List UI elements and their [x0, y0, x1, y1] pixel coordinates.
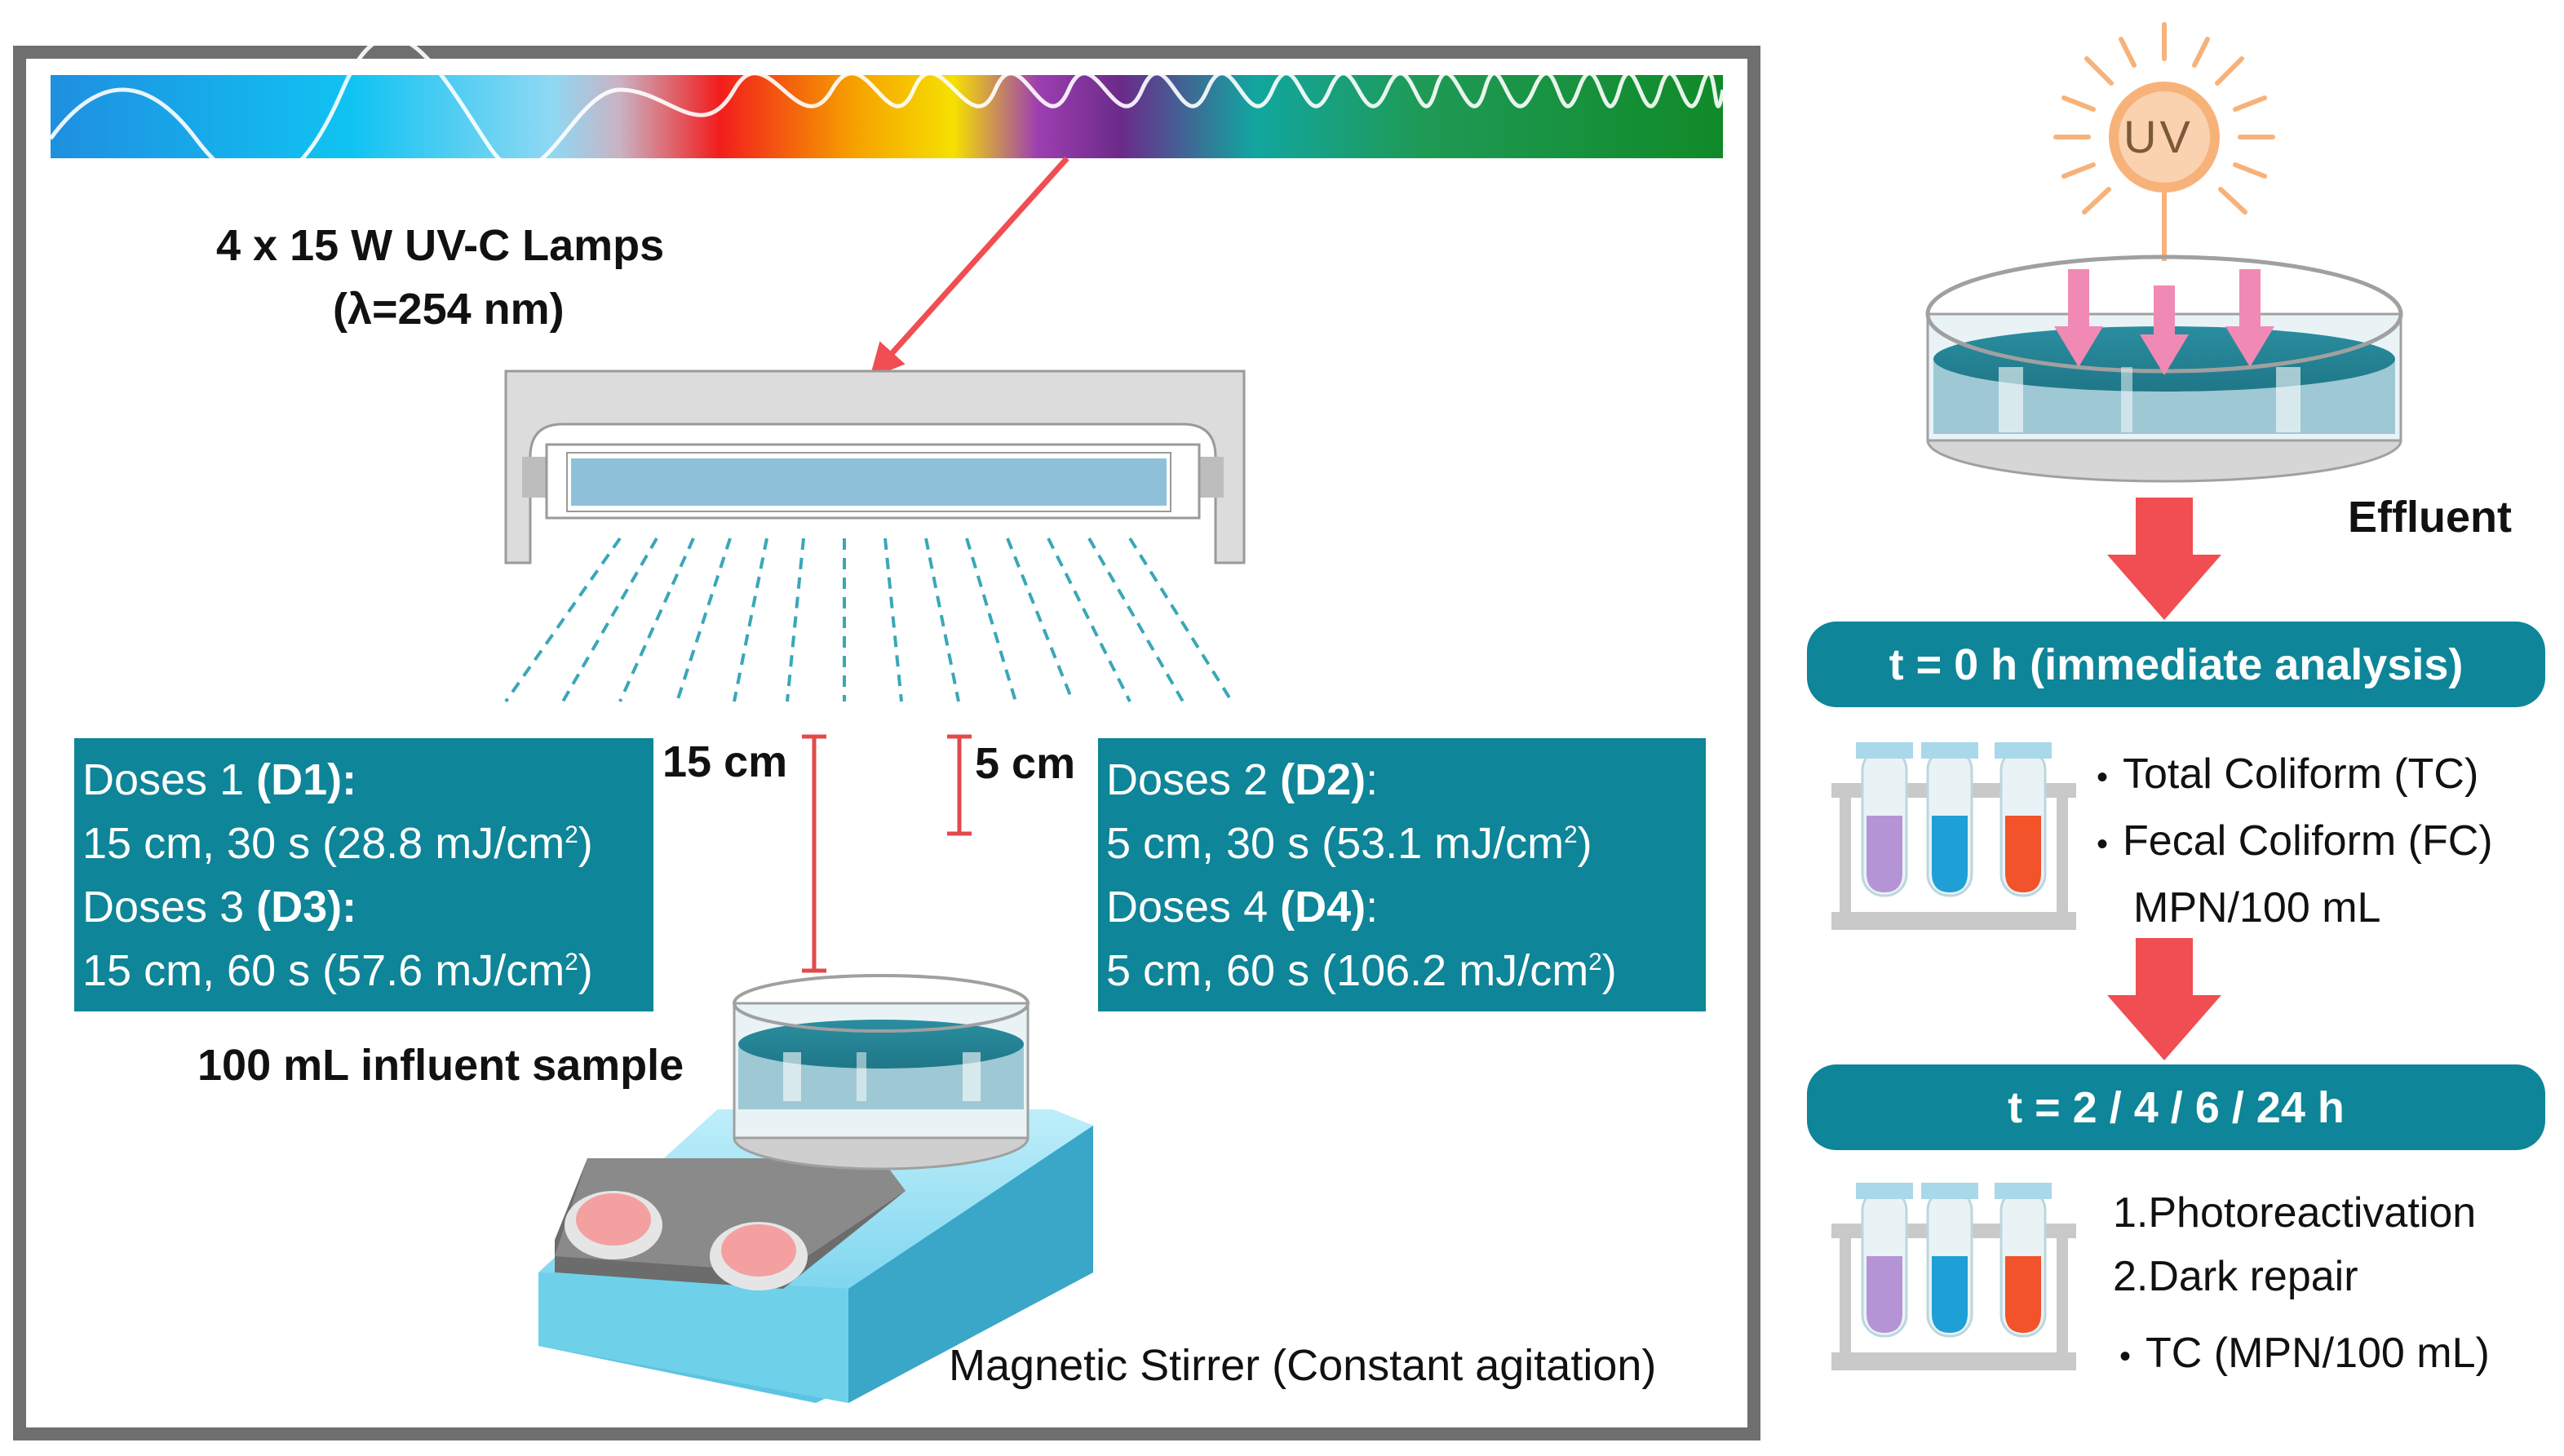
step-1-list: •Total Coliform (TC) •Fecal Coliform (FC…	[2097, 742, 2493, 940]
lamp-label-line2: (λ=254 nm)	[333, 285, 565, 334]
dose-3-detail: 15 cm, 60 s (57.6 mJ/cm2)	[82, 946, 593, 995]
distance-label-15cm: 15 cm	[662, 737, 788, 786]
uv-sun-icon	[2053, 22, 2275, 261]
dose-2-detail: 5 cm, 30 s (53.1 mJ/cm2)	[1106, 819, 1592, 868]
stirrer-label: Magnetic Stirrer (Constant agitation)	[949, 1341, 1657, 1390]
magnetic-stirrer-illustration	[538, 1109, 1093, 1403]
step-1-item-total-coliform: •Total Coliform (TC)	[2097, 750, 2479, 798]
dose-4-detail: 5 cm, 60 s (106.2 mJ/cm2)	[1106, 946, 1617, 995]
effluent-label: Effluent	[2348, 493, 2512, 542]
dose-1-title: Doses 1 (D1):	[82, 755, 357, 804]
step-1-unit: MPN/100 mL	[2133, 884, 2381, 932]
doses-box-right: Doses 2 (D2): 5 cm, 30 s (53.1 mJ/cm2) D…	[1098, 738, 1706, 1011]
influent-petri-dish	[733, 974, 1030, 1171]
step-2-item-photoreactivation: 1.Photoreactivation	[2113, 1189, 2477, 1237]
lamp-label-line1: 4 x 15 W UV-C Lamps	[216, 221, 665, 270]
spectrum-to-lamp-arrow	[869, 156, 1069, 378]
spectrum-band	[48, 35, 1725, 185]
step-2-bullet-tc: •TC (MPN/100 mL)	[2119, 1330, 2490, 1377]
step-2-banner: t = 2 / 4 / 6 / 24 h	[1807, 1064, 2545, 1150]
step-2-item-dark-repair: 2.Dark repair	[2113, 1253, 2358, 1300]
sample-label: 100 mL influent sample	[197, 1041, 684, 1090]
test-tube-rack-1	[1831, 742, 2076, 930]
step-2-list: 1.Photoreactivation 2.Dark repair •TC (M…	[2113, 1181, 2490, 1388]
distance-marker-5cm	[947, 734, 972, 836]
uv-light-rays	[504, 537, 1233, 703]
main-frame	[13, 46, 1760, 1441]
distance-label-5cm: 5 cm	[975, 739, 1076, 788]
test-tube-rack-2	[1831, 1183, 2076, 1370]
dose-2-title: Doses 2 (D2):	[1106, 755, 1379, 804]
process-arrow-1	[2107, 498, 2221, 620]
step-1-item-fecal-coliform: •Fecal Coliform (FC)	[2097, 817, 2493, 865]
process-arrow-2	[2107, 938, 2221, 1060]
doses-box-left: Doses 1 (D1): 15 cm, 30 s (28.8 mJ/cm2) …	[74, 738, 653, 1011]
uv-exposure-arrows	[2054, 269, 2274, 375]
dose-3-title: Doses 3 (D3):	[82, 883, 357, 932]
dose-4-title: Doses 4 (D4):	[1106, 883, 1379, 932]
dose-1-detail: 15 cm, 30 s (28.8 mJ/cm2)	[82, 819, 593, 868]
uv-lamp-fixture	[504, 370, 1246, 564]
step-1-banner: t = 0 h (immediate analysis)	[1807, 622, 2545, 707]
distance-marker-15cm	[802, 734, 826, 973]
uv-sun-label: UV	[2123, 111, 2194, 162]
